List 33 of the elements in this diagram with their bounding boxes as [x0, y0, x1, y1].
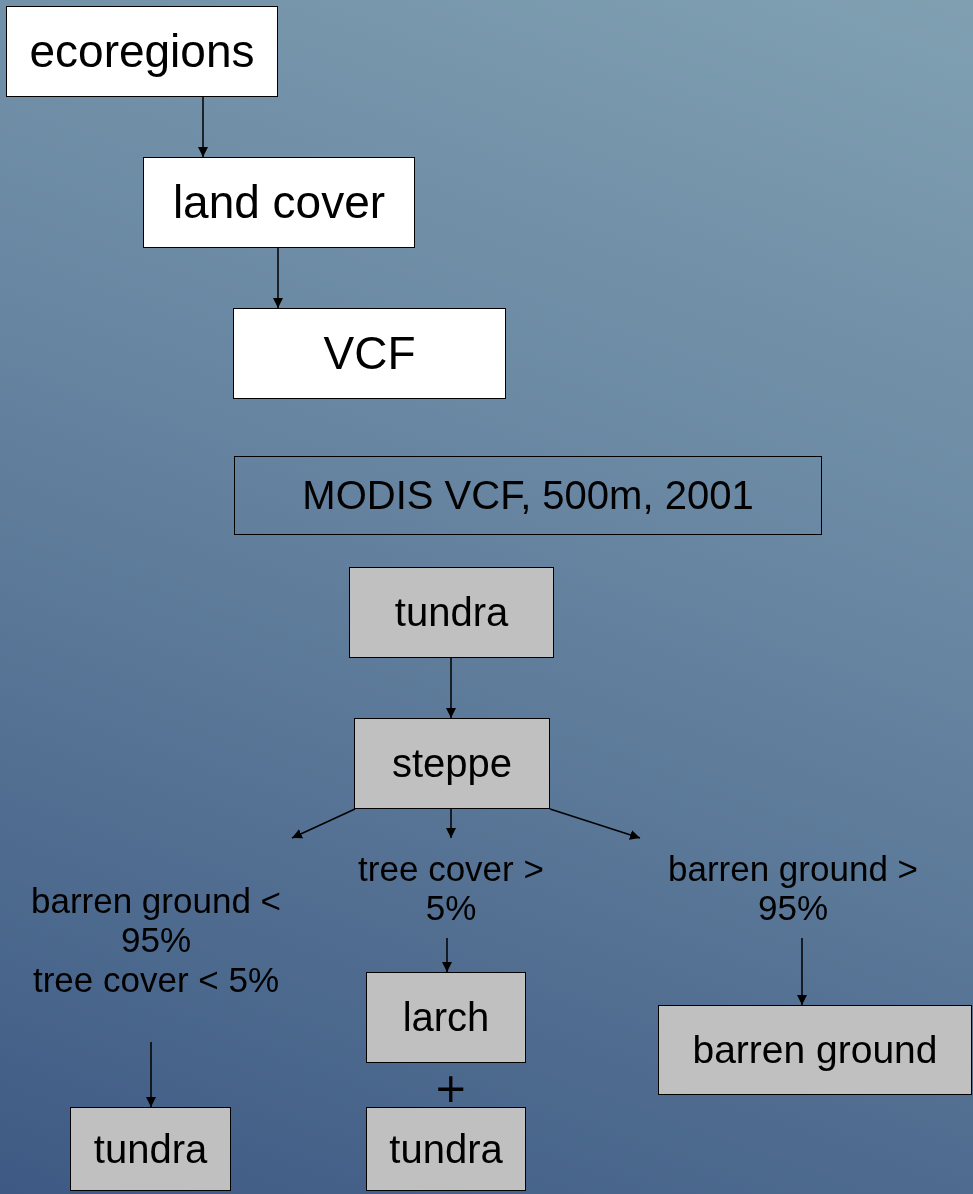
- box-label: tundra: [394, 590, 509, 635]
- dataset-box: [234, 456, 822, 535]
- process-box: [6, 6, 278, 97]
- arrow: [291, 808, 356, 839]
- plus-sign: +: [434, 1068, 468, 1108]
- condition-label: tree cover < 5%: [32, 959, 280, 999]
- box-label: barren ground: [692, 1028, 938, 1072]
- box-label: larch: [402, 995, 490, 1040]
- box-label: VCF: [323, 327, 416, 380]
- category-box: [349, 567, 554, 658]
- arrow: [146, 1041, 156, 1108]
- category-box: [658, 1005, 972, 1095]
- condition-label: barren ground > 95%: [666, 848, 919, 928]
- arrow: [273, 247, 283, 309]
- arrow: [442, 937, 452, 973]
- process-box: [143, 157, 415, 248]
- box-label: land cover: [172, 176, 386, 229]
- condition-label: tree cover > 5%: [357, 848, 545, 928]
- process-box: [233, 308, 506, 399]
- arrow: [797, 937, 807, 1006]
- category-box: [70, 1107, 231, 1191]
- box-label: tundra: [389, 1126, 503, 1172]
- arrow: [446, 657, 456, 719]
- arrow: [446, 808, 456, 839]
- box-label: ecoregions: [29, 25, 255, 78]
- box-label: tundra: [93, 1126, 208, 1172]
- category-box: [366, 972, 526, 1063]
- arrow: [198, 96, 208, 158]
- box-label: MODIS VCF, 500m, 2001: [302, 473, 754, 518]
- arrow: [549, 808, 641, 840]
- box-label: steppe: [391, 741, 513, 786]
- category-box: [366, 1107, 526, 1191]
- category-box: [354, 718, 550, 809]
